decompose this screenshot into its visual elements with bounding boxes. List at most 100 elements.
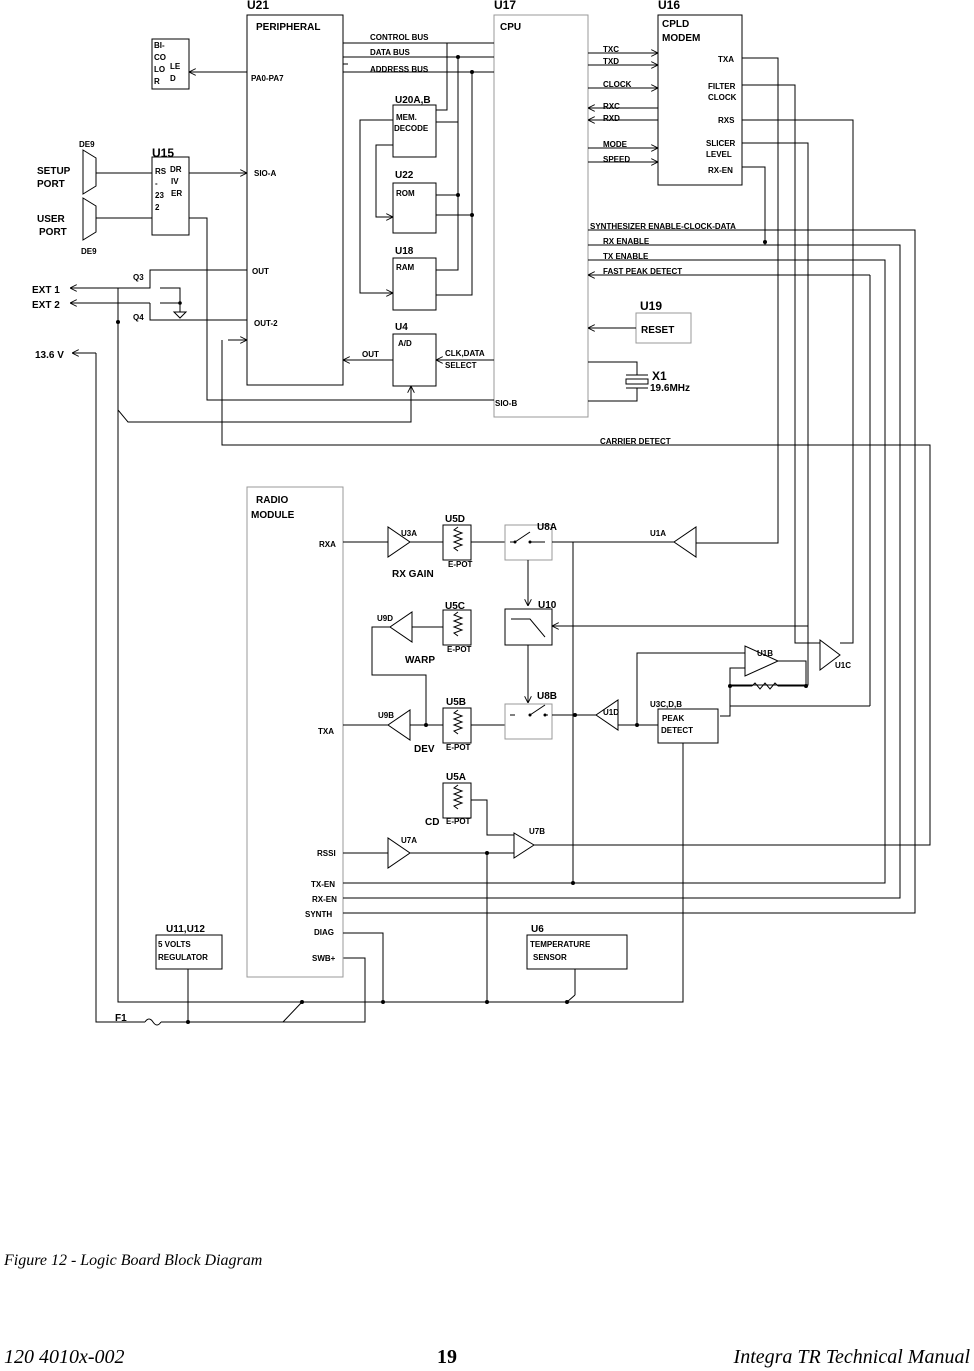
sig-mode: MODE xyxy=(603,140,628,149)
u22-rom: U22 ROM xyxy=(392,170,437,234)
u8b-label: U8B xyxy=(537,691,557,702)
de9-bottom: DE9 xyxy=(81,247,97,256)
u16-name1: CPLD xyxy=(662,19,689,30)
sig-rxc: RXC xyxy=(603,102,620,111)
u17-siob-label: SIO-B xyxy=(495,399,517,408)
setup-port-l2: PORT xyxy=(37,179,65,190)
user-port-l2: PORT xyxy=(39,227,67,238)
u4-name: A/D xyxy=(398,339,412,348)
u16-ref: U16 xyxy=(658,0,680,12)
u20-l1: MEM. xyxy=(396,113,417,122)
u6-ref: U6 xyxy=(531,924,544,935)
u19-reset: U19 RESET xyxy=(588,299,692,344)
u16-txa: TXA xyxy=(718,55,734,64)
radio-rxen: RX-EN xyxy=(312,895,337,904)
u17-cpu-block: U17 CPU SIO-B xyxy=(493,0,589,418)
led-l4: R xyxy=(154,77,160,86)
u20-mem-decode: U20A,B MEM. DECODE xyxy=(359,95,437,293)
u19-name: RESET xyxy=(641,325,674,336)
u7b-label: U7B xyxy=(529,827,545,836)
u18-ref: U18 xyxy=(395,246,414,257)
u22-ref: U22 xyxy=(395,170,414,181)
doc-number: 120 4010x-002 xyxy=(4,1346,125,1368)
u1a-label: U1A xyxy=(650,529,666,538)
u6-temp-sensor: U6 TEMPERATURE SENSOR xyxy=(526,924,628,1003)
u3cdb-peak-detect: U3C,D,B PEAK DETECT xyxy=(650,700,719,744)
cd-label: CD xyxy=(425,817,439,828)
u18-ram: U18 RAM xyxy=(392,246,437,311)
u21-out-label: OUT xyxy=(252,267,269,276)
epot-d: E-POT xyxy=(448,560,473,569)
u7a-label: U7A xyxy=(401,836,417,845)
led-l1: BI- xyxy=(154,41,165,50)
radio-rssi: RSSI xyxy=(317,849,336,858)
u9d-label: U9D xyxy=(377,614,393,623)
q3-label: Q3 xyxy=(133,273,144,282)
q4-label: Q4 xyxy=(133,313,144,322)
u3a-label: U3A xyxy=(401,529,417,538)
epot-b: E-POT xyxy=(446,743,471,752)
bicolor-led: BI- CO LO R LE D xyxy=(151,38,247,90)
dev-label: DEV xyxy=(414,744,435,755)
x1-crystal: X1 19.6MHz xyxy=(588,361,690,402)
x1-ref: X1 xyxy=(652,369,667,383)
u8a-label: U8A xyxy=(537,522,557,533)
u1c-label: U1C xyxy=(835,661,851,670)
u21-peripheral-block: U21 PERIPHERAL PA0-PA7 SIO-A OUT OUT-2 xyxy=(246,0,344,386)
figure-caption: Figure 12 - Logic Board Block Diagram xyxy=(4,1252,263,1269)
buses: CONTROL BUS DATA BUS ADDRESS BUS xyxy=(343,33,494,296)
u15-l2: - xyxy=(155,179,158,188)
radio-rxa: RXA xyxy=(319,540,336,549)
epot-a: E-POT xyxy=(446,817,471,826)
u20-ref: U20A,B xyxy=(395,95,431,106)
radio-l1: RADIO xyxy=(256,495,288,506)
radio-diag: DIAG xyxy=(314,928,334,937)
radio-module: RADIO MODULE RXA TXA RSSI TX-EN RX-EN SY… xyxy=(246,486,384,1002)
u4-clk2: SELECT xyxy=(445,361,477,370)
cd-section: U5A E-POT CD U7A U7B xyxy=(343,772,545,1002)
led-l2: CO xyxy=(154,53,166,62)
u11-regulator: U11,U12 5 VOLTS REGULATOR xyxy=(155,924,223,1022)
u17-name: CPU xyxy=(500,22,521,33)
u15-d3: ER xyxy=(171,189,182,198)
u6-l1: TEMPERATURE xyxy=(530,940,591,949)
u1b-u1c-comparators: U1B U1C xyxy=(728,639,851,690)
sig-fpd: FAST PEAK DETECT xyxy=(603,267,682,276)
radio-synth: SYNTH xyxy=(305,910,332,919)
u16-filter2: CLOCK xyxy=(708,93,737,102)
u15-ref: U15 xyxy=(152,146,174,160)
block-diagram: U21 PERIPHERAL PA0-PA7 SIO-A OUT OUT-2 U… xyxy=(32,0,931,1026)
u19-ref: U19 xyxy=(640,299,662,313)
ext1-label: EXT 1 xyxy=(32,285,60,296)
cpu-control-signals: SYNTHESIZER ENABLE-CLOCK-DATA RX ENABLE … xyxy=(117,222,931,914)
sig-clock: CLOCK xyxy=(603,80,632,89)
u16-name2: MODEM xyxy=(662,33,700,44)
u5c-label: U5C xyxy=(445,601,465,612)
u16-rxs: RXS xyxy=(718,116,735,125)
sig-txd: TXD xyxy=(603,57,619,66)
u11-l1: 5 VOLTS xyxy=(158,940,191,949)
control-bus-label: CONTROL BUS xyxy=(370,33,429,42)
rxgain-label: RX GAIN xyxy=(392,569,434,580)
u21-name: PERIPHERAL xyxy=(256,22,320,33)
u18-name: RAM xyxy=(396,263,415,272)
q3-q4-outputs: Q3 Q4 EXT 1 EXT 2 xyxy=(32,269,247,324)
warp-label: WARP xyxy=(405,655,435,666)
u9b-label: U9B xyxy=(378,711,394,720)
u3cdb-l1: PEAK xyxy=(662,714,684,723)
u5b-label: U5B xyxy=(446,697,466,708)
u3cdb-l2: DETECT xyxy=(661,726,693,735)
power-input: 13.6 V F1 xyxy=(35,322,684,1026)
u4-clk1: CLK,DATA xyxy=(445,349,485,358)
sig-txc: TXC xyxy=(603,45,619,54)
setup-port-l1: SETUP xyxy=(37,166,71,177)
cpu-modem-signals: TXC TXD CLOCK RXC RXD MODE SPEED xyxy=(588,45,658,164)
sig-speed: SPEED xyxy=(603,155,630,164)
u15-d1: DR xyxy=(170,165,182,174)
page-number: 19 xyxy=(437,1346,457,1368)
u16-slicer2: LEVEL xyxy=(706,150,732,159)
sig-rxd: RXD xyxy=(603,114,620,123)
led-l6: D xyxy=(170,74,176,83)
u15-l1: RS xyxy=(155,167,167,176)
radio-txa: TXA xyxy=(318,727,334,736)
